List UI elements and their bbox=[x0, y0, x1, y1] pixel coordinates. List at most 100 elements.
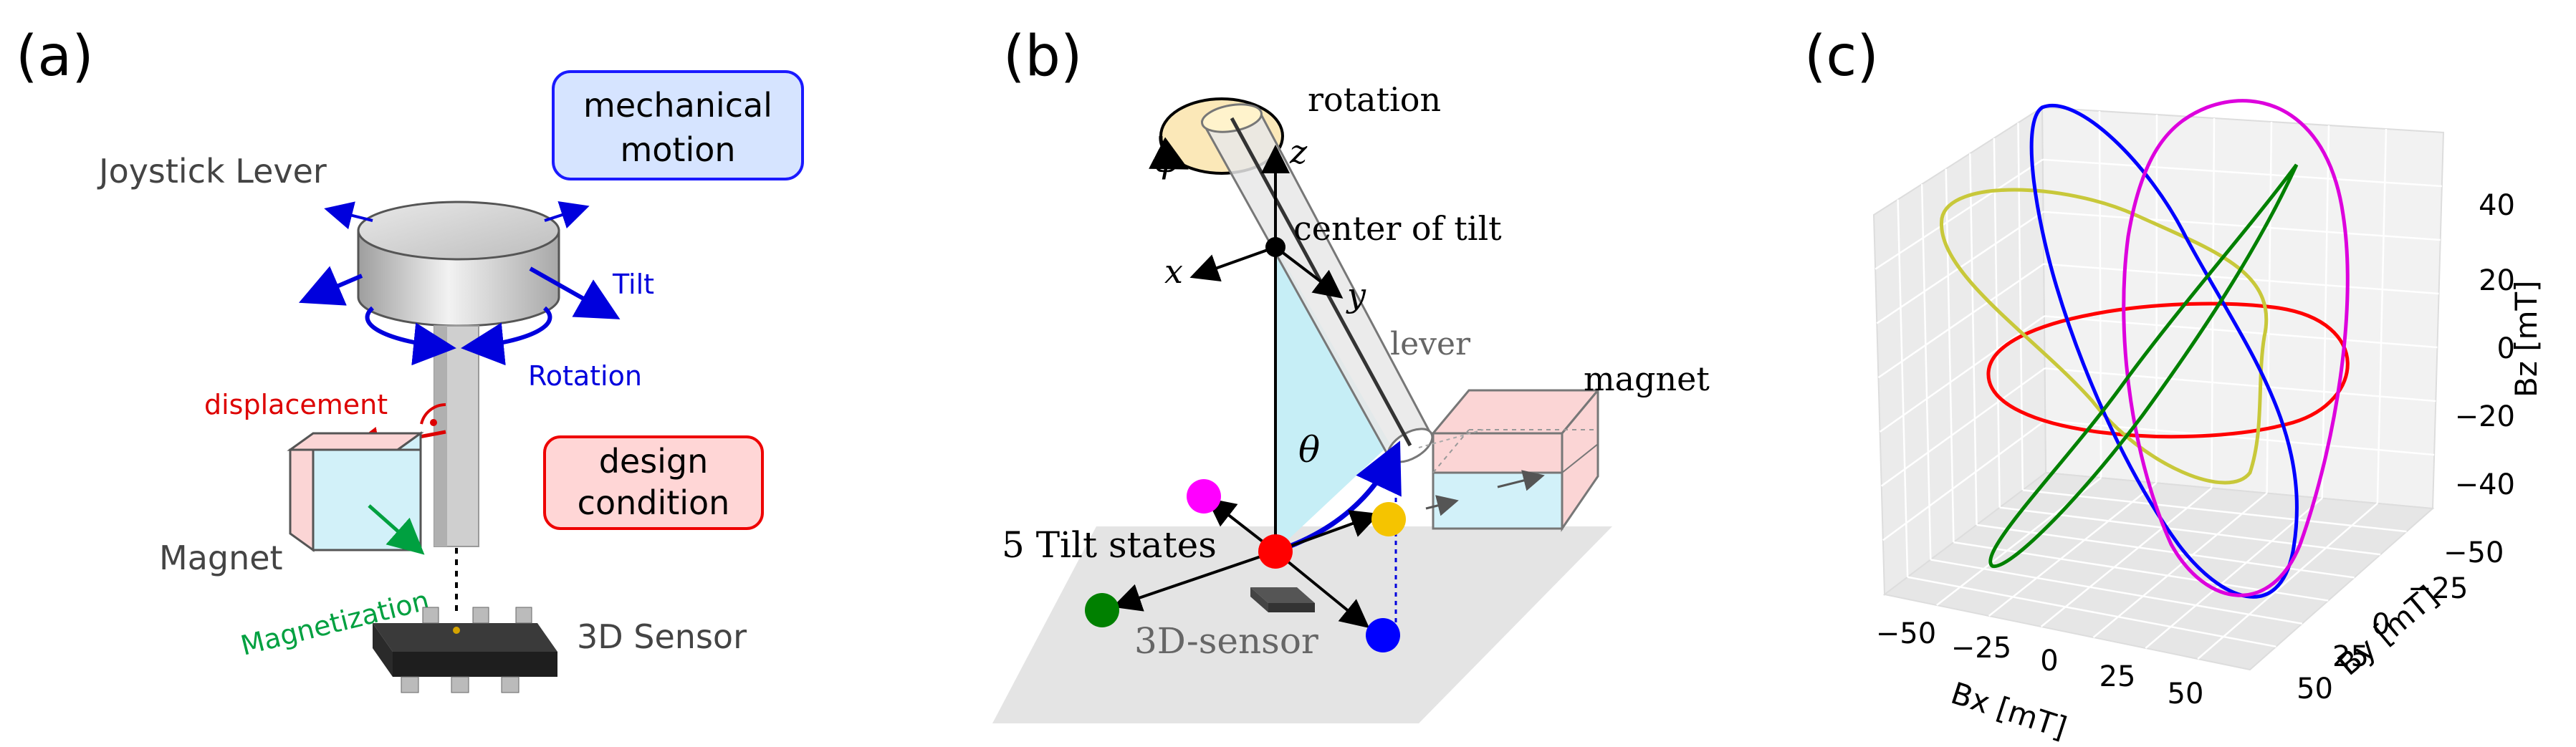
tilt-state-dots bbox=[1085, 479, 1406, 652]
tilt-state-dot-green bbox=[1085, 593, 1119, 627]
grid-line bbox=[1879, 315, 2045, 433]
sensor-label-b: 3D-sensor bbox=[1134, 620, 1318, 662]
tilt-arrows bbox=[298, 201, 621, 319]
phi-label: φ bbox=[1154, 139, 1179, 180]
design-condition-line1: design bbox=[599, 442, 709, 481]
magnet-label: Magnet bbox=[159, 539, 283, 577]
panel-a: (a) Joystick Lever mechanical motion Til… bbox=[16, 24, 804, 693]
tilt-label: Tilt bbox=[612, 269, 654, 300]
x-tick-label: −50 bbox=[1876, 617, 1936, 650]
theta-label: θ bbox=[1298, 429, 1320, 471]
mechanical-motion-line2: motion bbox=[620, 130, 735, 169]
design-condition-line2: condition bbox=[578, 483, 730, 522]
x-axis-label-c: Bx [mT] bbox=[1947, 675, 2071, 746]
center-of-tilt-label: center of tilt bbox=[1293, 209, 1502, 248]
sensor-chip bbox=[373, 607, 557, 693]
x-tick-labels: −50 −25 0 25 50 bbox=[1876, 617, 2204, 710]
mechanical-motion-box bbox=[552, 70, 804, 180]
tilt-states-label: 5 Tilt states bbox=[1002, 524, 1217, 566]
grid-line bbox=[1897, 199, 1909, 577]
z-axis-label-c: Bz [mT] bbox=[2509, 280, 2544, 397]
y-axis bbox=[1274, 246, 1344, 299]
joystick-lever-label: Joystick Lever bbox=[97, 152, 327, 191]
y-tick-label: −50 bbox=[2443, 536, 2504, 569]
grid-line bbox=[1969, 153, 1978, 525]
y-axis-label: y bbox=[1346, 276, 1366, 314]
x-axis bbox=[1189, 246, 1276, 282]
y-tick-label: 50 bbox=[2297, 673, 2333, 705]
grid-line bbox=[2042, 158, 2442, 188]
grid-line bbox=[2092, 492, 2268, 638]
x-tick-label: 50 bbox=[2168, 678, 2204, 710]
grid-line bbox=[2098, 110, 2102, 478]
tilt-state-dot-yellow bbox=[1371, 502, 1406, 536]
sensor-chip-b bbox=[1250, 587, 1315, 612]
grid-line bbox=[1945, 168, 1955, 543]
mechanical-motion-line1: mechanical bbox=[583, 86, 772, 125]
grid-line bbox=[2155, 114, 2158, 483]
grid-line bbox=[2040, 487, 2213, 627]
grid-line bbox=[2043, 211, 2441, 241]
grid-line bbox=[1953, 541, 2329, 602]
rotation-label-b: rotation bbox=[1308, 80, 1441, 119]
y-tick-label: 0 bbox=[2372, 608, 2390, 641]
z-tick-label: 20 bbox=[2479, 264, 2515, 297]
grid-line bbox=[2022, 489, 2407, 533]
z-tick-label: 40 bbox=[2479, 189, 2515, 222]
grid-line bbox=[1874, 158, 2044, 270]
y-tick-label: −25 bbox=[2408, 572, 2468, 605]
x-axis-label: x bbox=[1164, 252, 1183, 291]
grid-line bbox=[1880, 367, 2046, 487]
curve-yellow bbox=[1940, 188, 2269, 485]
tilt-state-dot-center bbox=[1258, 534, 1293, 569]
displacement-label: displacement bbox=[204, 389, 388, 420]
z-tick-label: 0 bbox=[2497, 332, 2515, 365]
design-condition-box bbox=[543, 435, 764, 530]
x-tick-label: 25 bbox=[2099, 660, 2136, 693]
rotation-label: Rotation bbox=[528, 360, 642, 392]
panel-a-label: (a) bbox=[16, 24, 94, 89]
plot-grid bbox=[1874, 110, 2442, 660]
grid-line bbox=[2044, 263, 2439, 295]
grid-line bbox=[2321, 125, 2330, 498]
magnet-lever-link bbox=[1425, 495, 1459, 516]
grid-line bbox=[2376, 128, 2388, 503]
y-axis-label-c: By [mT] bbox=[2331, 579, 2445, 682]
grid-line bbox=[1907, 576, 2276, 648]
panel-b: (b) rotation φ lever z center of tilt x … bbox=[992, 24, 1710, 723]
x-tick-label: 0 bbox=[2040, 645, 2058, 678]
grid-line bbox=[2145, 497, 2323, 649]
grid-line bbox=[1920, 184, 1932, 560]
magnet-cube-b bbox=[1430, 387, 1601, 532]
right-angle-mark bbox=[420, 403, 446, 425]
joystick-cap bbox=[357, 201, 560, 327]
tilt-state-dot-blue bbox=[1366, 618, 1400, 652]
magnetization-arrow bbox=[368, 504, 425, 555]
grid-line bbox=[1999, 506, 2381, 556]
curve-magenta bbox=[2122, 99, 2350, 597]
panel-c-label: (c) bbox=[1804, 24, 1879, 89]
sensor-label: 3D Sensor bbox=[577, 617, 747, 656]
z-tick-labels: 40 20 0 −20 −40 bbox=[2455, 189, 2515, 501]
grid-line bbox=[2044, 367, 2436, 403]
center-of-tilt-point bbox=[1265, 237, 1285, 257]
z-tick-label: −40 bbox=[2455, 468, 2515, 501]
curve-blue bbox=[2029, 104, 2299, 599]
grid-line bbox=[1993, 138, 2001, 508]
x-tick-label: −25 bbox=[1951, 632, 2011, 665]
magnet-label-b: magnet bbox=[1584, 360, 1710, 398]
tilt-angle-sector bbox=[1275, 247, 1390, 551]
z-tick-label: −20 bbox=[2455, 400, 2515, 433]
floor-plane bbox=[992, 526, 1612, 723]
grid-line bbox=[2197, 502, 2378, 660]
rotation-arrows bbox=[365, 306, 552, 366]
lever-label-b: lever bbox=[1390, 326, 1471, 362]
grid-line bbox=[1882, 420, 2046, 541]
grid-line bbox=[1877, 263, 2044, 379]
grid-line bbox=[1930, 559, 2303, 625]
y-tick-label: 25 bbox=[2332, 640, 2369, 673]
curve-green bbox=[1988, 163, 2299, 569]
